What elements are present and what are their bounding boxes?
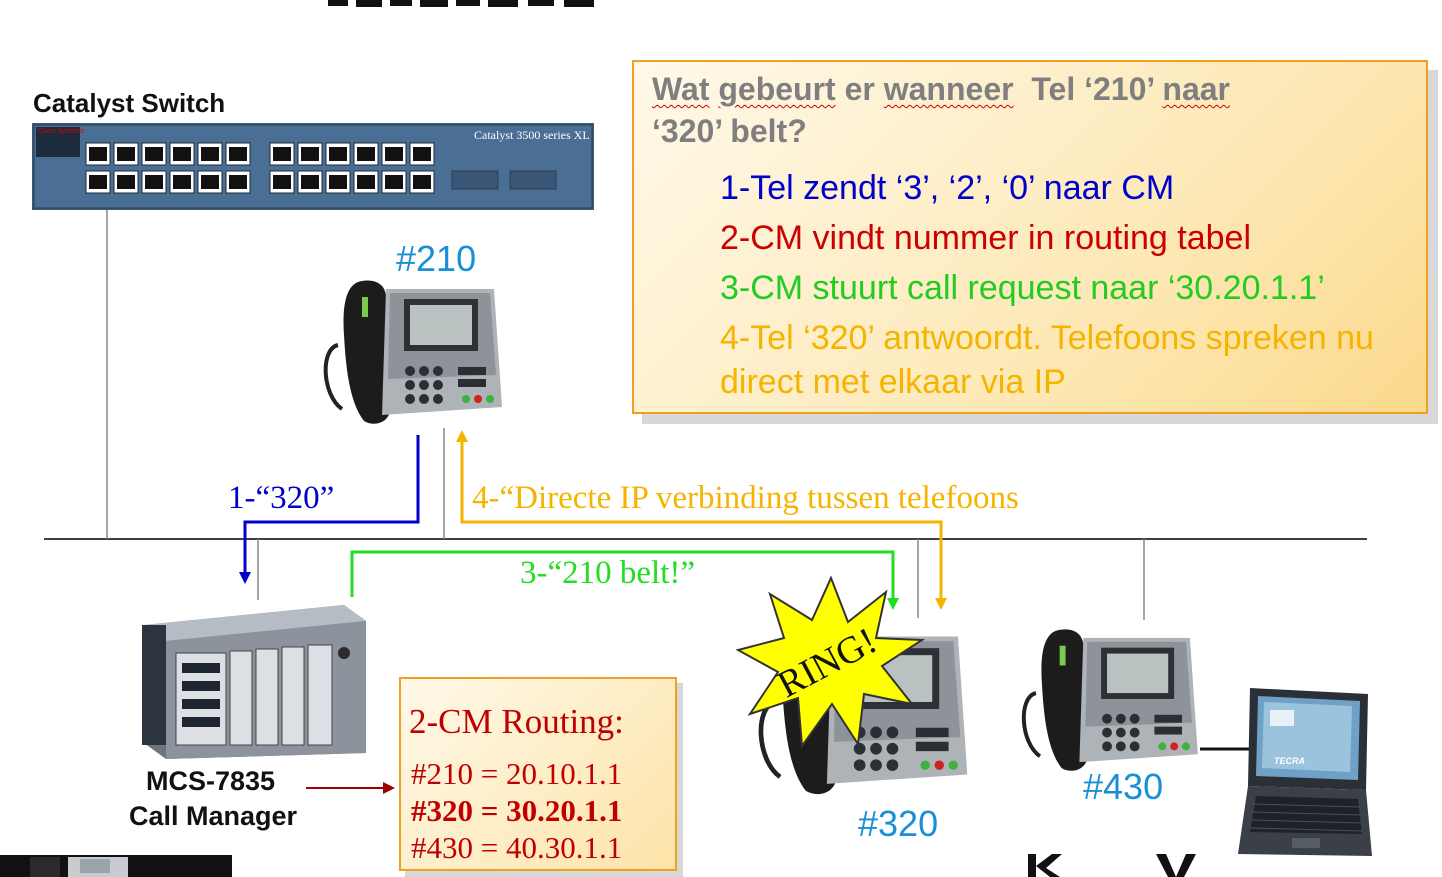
top-title-fragment bbox=[328, 0, 594, 7]
server-name: MCS-7835 bbox=[146, 766, 276, 796]
switch-port-socket bbox=[117, 147, 135, 161]
switch-port-socket bbox=[145, 147, 163, 161]
switch-label: Catalyst Switch bbox=[33, 88, 226, 118]
arrow-4-head-up bbox=[456, 430, 468, 442]
switch-port-socket bbox=[385, 147, 403, 161]
routing-row-320: #320 = 30.20.1.1 bbox=[411, 793, 623, 828]
ring-burst: RING! bbox=[736, 575, 926, 749]
switch-brand: Cisco Systems bbox=[38, 128, 85, 135]
routing-pointer-head bbox=[383, 782, 395, 794]
switch-port-socket bbox=[385, 175, 403, 189]
arrow-3-line bbox=[350, 550, 895, 600]
laptop: TECRA bbox=[1238, 688, 1372, 856]
switch-port-socket bbox=[229, 175, 247, 189]
arrow-4-line bbox=[460, 440, 943, 600]
switch-port-socket bbox=[329, 175, 347, 189]
arrow-3-label: 3-“210 belt!” bbox=[520, 555, 696, 591]
ip-phone-430 bbox=[1021, 629, 1198, 771]
ip-phone-210 bbox=[323, 280, 502, 424]
switch-port-socket bbox=[173, 175, 191, 189]
question-title: Wat gebeurt er wanneer Tel ‘210’ naar ‘3… bbox=[652, 71, 1230, 149]
switch-model: Catalyst 3500 series XL bbox=[474, 128, 590, 142]
arrow-3-head bbox=[887, 598, 899, 610]
switch-port-socket bbox=[413, 175, 431, 189]
laptop-brand: TECRA bbox=[1274, 756, 1305, 766]
switch-ports bbox=[85, 142, 435, 194]
phone-210-number: #210 bbox=[396, 238, 477, 279]
arrow-1-label: 1-“320” bbox=[228, 480, 335, 516]
arrow-1-line bbox=[243, 435, 420, 575]
phone-430-number: #430 bbox=[1083, 766, 1164, 807]
step-4: 4-Tel ‘320’ antwoordt. Telefoons spreken… bbox=[720, 319, 1374, 401]
switch-port-socket bbox=[413, 147, 431, 161]
switch-port-socket bbox=[301, 175, 319, 189]
catalyst-switch: Cisco Systems Catalyst 3500 series XL bbox=[32, 123, 594, 210]
switch-port-socket bbox=[89, 175, 107, 189]
switch-port-socket bbox=[329, 147, 347, 161]
mcs-7835-server bbox=[142, 605, 366, 759]
arrow-4-head-down bbox=[935, 598, 947, 610]
routing-row-210: #210 = 20.10.1.1 bbox=[411, 756, 623, 791]
switch-port-socket bbox=[201, 147, 219, 161]
footer-logo-fragment bbox=[1028, 854, 1196, 877]
step-3: 3-CM stuurt call request naar ‘30.20.1.1… bbox=[720, 269, 1325, 307]
question-box: Wat gebeurt er wanneer Tel ‘210’ naar ‘3… bbox=[632, 60, 1428, 414]
arrow-4-label: 4-“Directe IP verbinding tussen telefoon… bbox=[472, 480, 1019, 516]
step-2: 2-CM vindt nummer in routing tabel bbox=[720, 219, 1252, 257]
switch-port-socket bbox=[357, 175, 375, 189]
switch-port-socket bbox=[273, 147, 291, 161]
footer-phone-thumbnail bbox=[0, 855, 232, 877]
switch-port-socket bbox=[229, 147, 247, 161]
switch-port-socket bbox=[117, 175, 135, 189]
switch-port-socket bbox=[89, 147, 107, 161]
arrow-1-head bbox=[239, 572, 251, 584]
switch-port-socket bbox=[273, 175, 291, 189]
switch-port-socket bbox=[201, 175, 219, 189]
server-role: Call Manager bbox=[129, 801, 298, 831]
switch-port-socket bbox=[357, 147, 375, 161]
routing-table-box: 2-CM Routing: #210 = 20.10.1.1 #320 = 30… bbox=[399, 677, 677, 871]
step-1: 1-Tel zendt ‘3’, ‘2’, ‘0’ naar CM bbox=[720, 169, 1175, 207]
switch-port-socket bbox=[301, 147, 319, 161]
switch-port-socket bbox=[145, 175, 163, 189]
routing-row-430: #430 = 40.30.1.1 bbox=[411, 830, 623, 865]
phone-320-number: #320 bbox=[858, 803, 939, 844]
switch-port-socket bbox=[173, 147, 191, 161]
routing-title: 2-CM Routing: bbox=[409, 702, 624, 741]
